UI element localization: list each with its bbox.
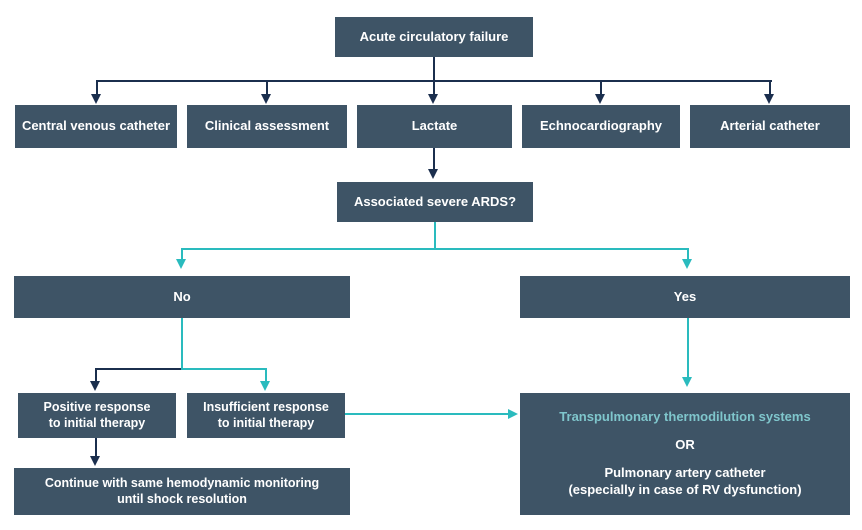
node-acute-circulatory-failure: Acute circulatory failure (335, 17, 533, 57)
connector-positive-continue (95, 438, 97, 457)
node-label: Acute circulatory failure (359, 28, 509, 44)
connector-drop-4 (600, 80, 602, 95)
arrow-down-icon (428, 94, 438, 104)
arrow-right-icon (508, 409, 518, 419)
arrow-down-icon (90, 456, 100, 466)
arrow-down-icon (260, 381, 270, 391)
node-label-line2: to initial therapy (217, 415, 315, 430)
connector-drop-yes (687, 248, 689, 260)
node-label: Yes (673, 288, 697, 304)
node-label-line1: Insufficient response (203, 399, 329, 414)
option-pulmonary-artery-catheter-note: (especially in case of RV dysfunction) (568, 482, 802, 498)
node-label: Echnocardiography (539, 118, 663, 134)
connector-drop-3 (433, 80, 435, 95)
node-echnocardiography: Echnocardiography (522, 105, 680, 148)
arrow-down-icon (682, 377, 692, 387)
connector-no-rail-right (181, 368, 267, 370)
node-clinical-assessment: Clinical assessment (187, 105, 347, 148)
node-label: Clinical assessment (204, 118, 330, 134)
connector-drop-1 (96, 80, 98, 95)
node-label: Associated severe ARDS? (353, 193, 517, 209)
connector-root-stem (433, 57, 435, 81)
connector-drop-no (181, 248, 183, 260)
node-advanced-monitoring: Transpulmonary thermodilution systems OR… (520, 393, 850, 515)
arrow-down-icon (90, 381, 100, 391)
node-positive-response: Positive response to initial therapy (18, 393, 176, 438)
arrow-down-icon (428, 169, 438, 179)
node-label: Lactate (411, 118, 458, 134)
node-continue-monitoring: Continue with same hemodynamic monitorin… (14, 468, 350, 515)
arrow-down-icon (595, 94, 605, 104)
node-label-line1: Positive response (43, 399, 151, 414)
node-label: Arterial catheter (720, 118, 820, 134)
option-pulmonary-artery-catheter: Pulmonary artery catheter (604, 465, 766, 481)
arrow-down-icon (176, 259, 186, 269)
node-associated-severe-ards: Associated severe ARDS? (337, 182, 533, 222)
node-label: Central venous catheter (21, 118, 171, 134)
connector-question-stem (434, 222, 436, 249)
arrow-down-icon (682, 259, 692, 269)
connector-lactate-question (433, 148, 435, 170)
or-label: OR (675, 437, 695, 453)
connector-no-stem (181, 318, 183, 369)
connector-yes-advanced (687, 318, 689, 378)
connector-drop-5 (769, 80, 771, 95)
node-lactate: Lactate (357, 105, 512, 148)
node-no: No (14, 276, 350, 318)
node-central-venous-catheter: Central venous catheter (15, 105, 177, 148)
node-label: No (173, 288, 191, 304)
node-label-line2: to initial therapy (48, 415, 146, 430)
option-transpulmonary-thermodilution: Transpulmonary thermodilution systems (559, 408, 811, 424)
connector-no-rail-left (95, 368, 182, 370)
connector-drop-insufficient (265, 368, 267, 382)
connector-insufficient-advanced (345, 413, 509, 415)
node-label-line1: Continue with same hemodynamic monitorin… (44, 475, 320, 490)
arrow-down-icon (261, 94, 271, 104)
arrow-down-icon (764, 94, 774, 104)
arrow-down-icon (91, 94, 101, 104)
node-label-line2: until shock resolution (117, 491, 247, 506)
connector-drop-positive (95, 368, 97, 382)
connector-drop-2 (266, 80, 268, 95)
node-insufficient-response: Insufficient response to initial therapy (187, 393, 345, 438)
connector-yesno-rail (181, 248, 689, 250)
node-arterial-catheter: Arterial catheter (690, 105, 850, 148)
node-yes: Yes (520, 276, 850, 318)
